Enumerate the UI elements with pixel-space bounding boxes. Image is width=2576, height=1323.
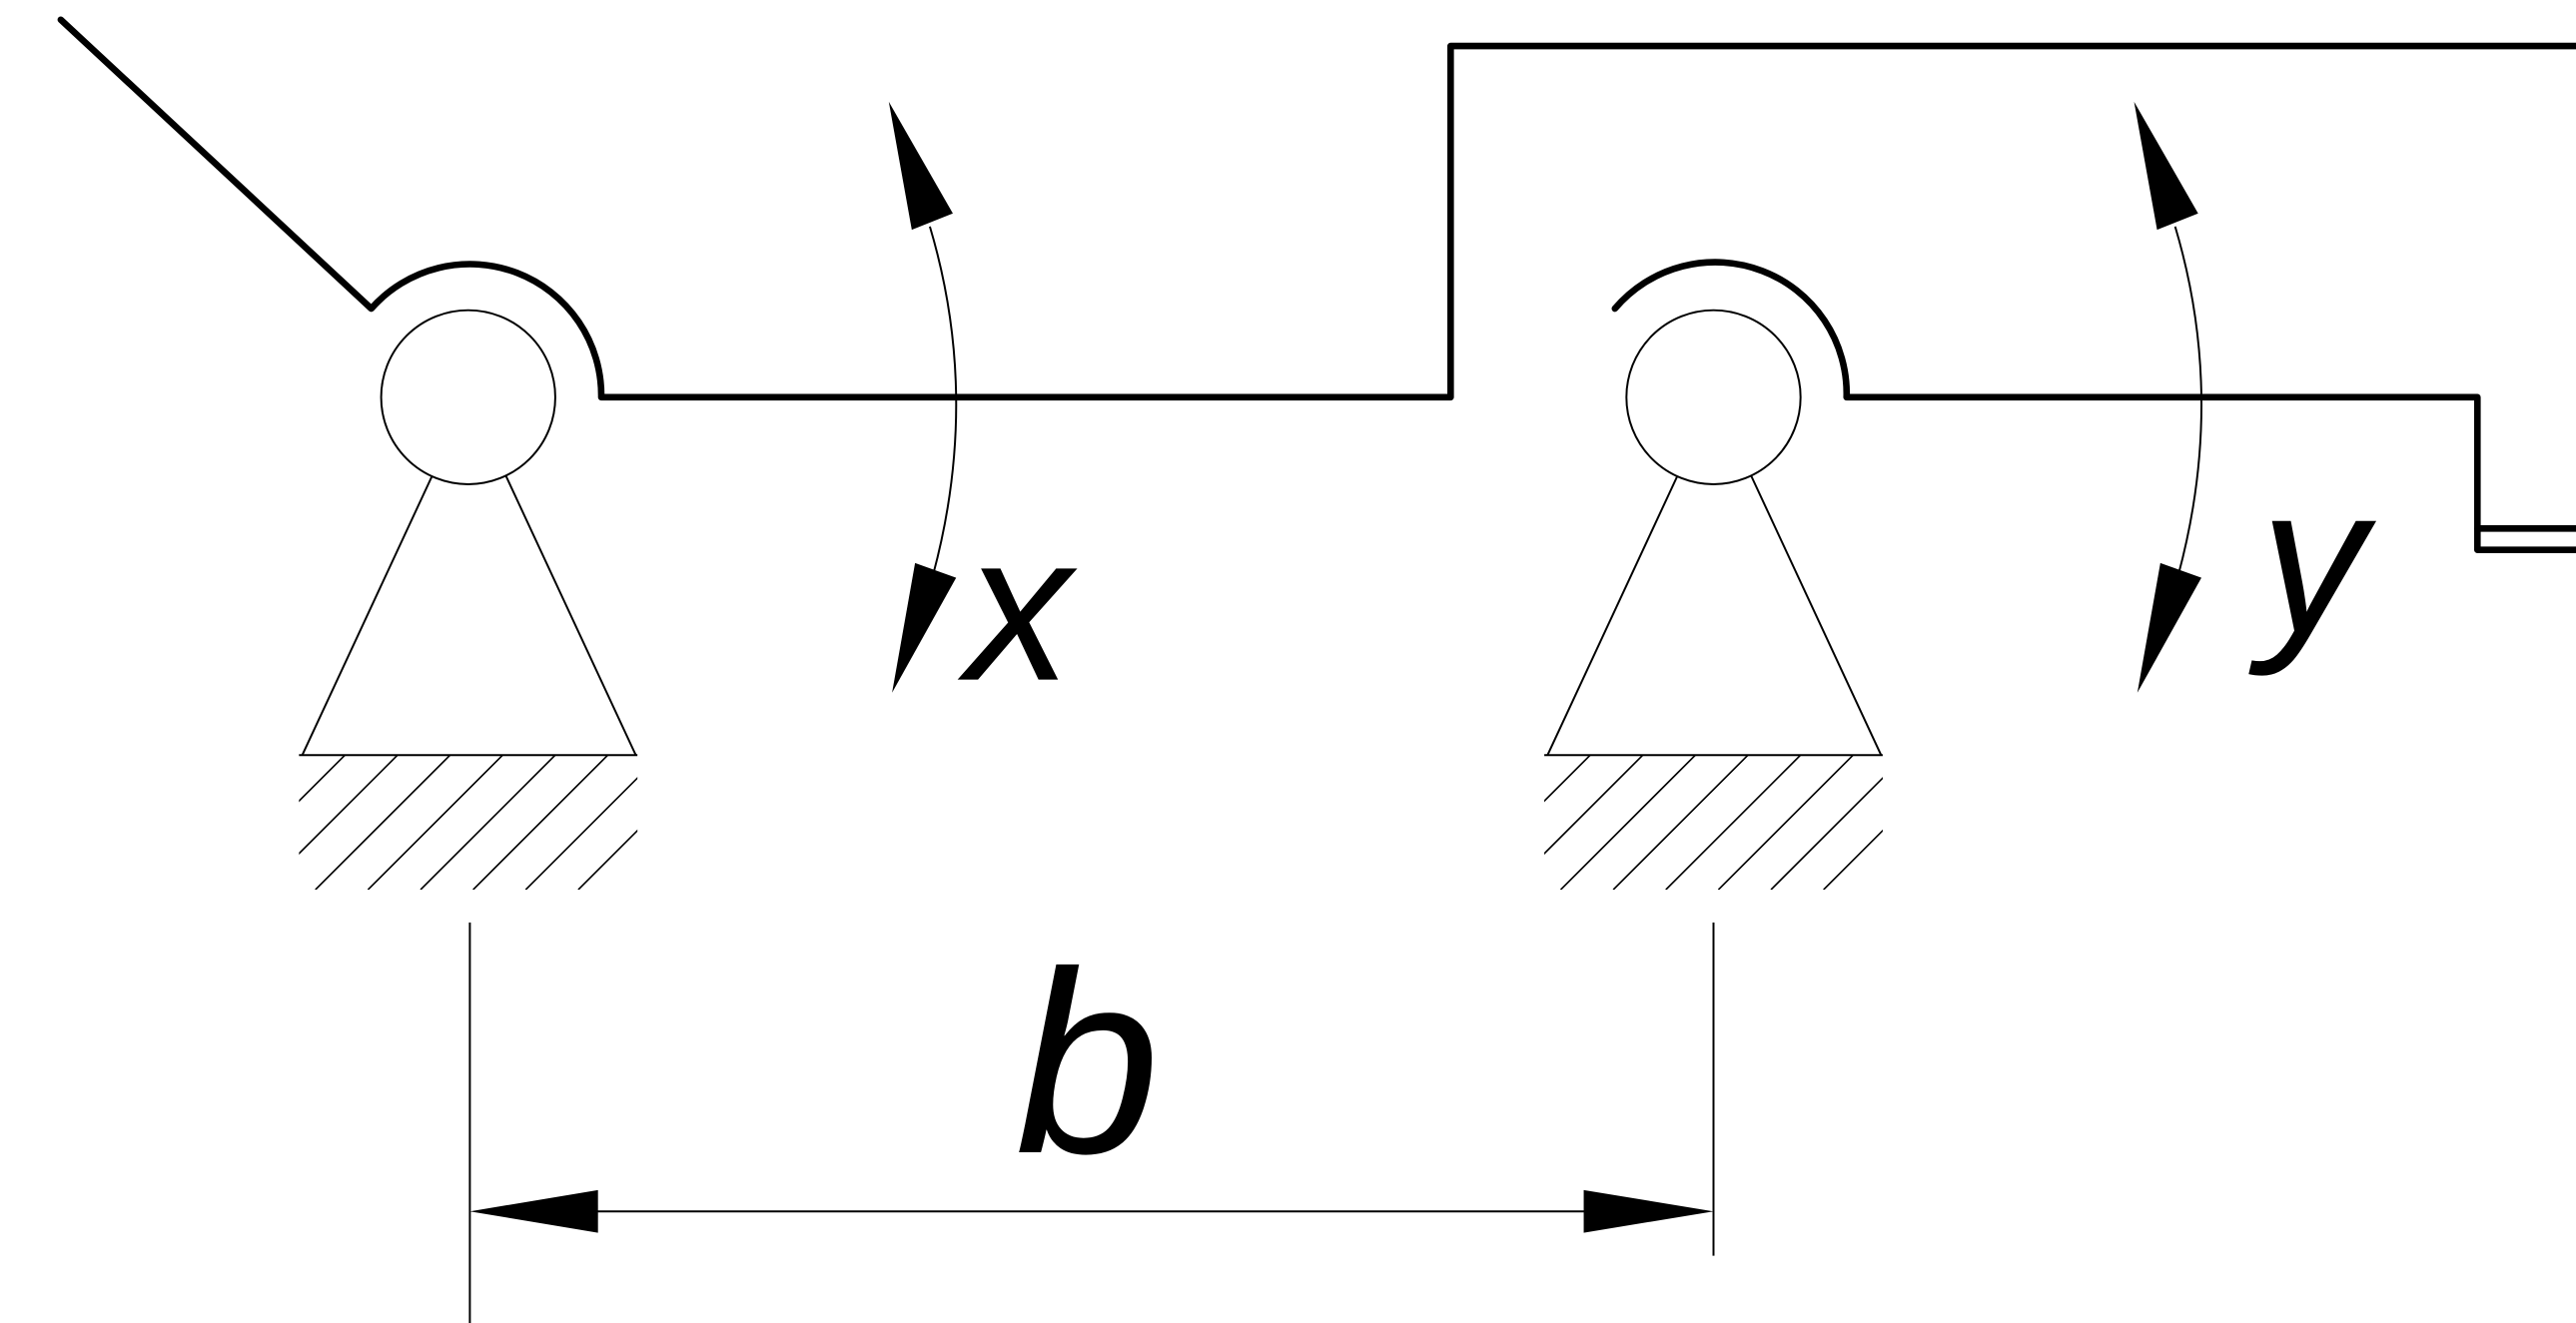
right-lever-arm — [1611, 259, 2576, 554]
dimension-b — [468, 922, 1715, 1323]
dimension-arrow-right — [1583, 1189, 1714, 1233]
left-pivot-pin — [380, 309, 556, 485]
dimension-arrow-left — [469, 1189, 598, 1233]
left-pivot-support — [299, 309, 638, 891]
left-ground-hatching — [299, 755, 638, 891]
linkage — [57, 16, 2576, 554]
arrowhead-down-x — [892, 562, 957, 693]
arrowhead-up-x — [888, 101, 953, 231]
right-pivot-support — [1544, 309, 1883, 891]
arrowhead-up-y — [2134, 101, 2198, 231]
right-pivot-pin — [1625, 309, 1802, 485]
dimension-label-b: b — [1015, 919, 1160, 1208]
right-ground-hatching — [1544, 755, 1883, 891]
angle-label-y: y — [2248, 441, 2376, 677]
rotation-arrow-x — [888, 101, 958, 693]
rotation-arrow-y — [2134, 101, 2202, 693]
left-lever-arm — [57, 16, 2576, 401]
angle-label-x: x — [957, 489, 1078, 725]
arrowhead-down-y — [2137, 562, 2201, 693]
